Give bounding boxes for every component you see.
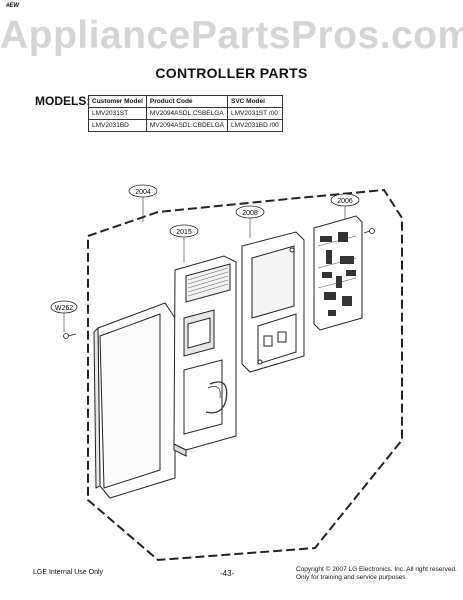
- callout-w262: W262: [50, 300, 78, 314]
- leader-lines: [63, 197, 346, 332]
- models-label: MODELS:: [35, 94, 91, 108]
- faceplate-part: [93, 302, 176, 499]
- table-cell: LMV2031BD /00: [226, 119, 283, 132]
- callout-w262-label: W262: [55, 305, 73, 312]
- callout-2015: 2015: [169, 224, 199, 238]
- copyright-line-1: Copyright © 2007 LG Electronics. Inc. Al…: [296, 566, 457, 573]
- models-table-header-row: Customer Model Product Code SVC Model: [88, 95, 283, 108]
- table-cell: MV2094ASDL.CBDELGA: [145, 119, 228, 132]
- copyright-line-2: Only for training and service purposes: [296, 574, 406, 581]
- table-row: LMV2031BD MV2094ASDL.CBDELGA LMV2031BD /…: [88, 119, 283, 132]
- callout-2015-label: 2015: [176, 229, 192, 236]
- circuit-board-part: [313, 215, 363, 331]
- pcb-bracket-part: [241, 231, 305, 373]
- callout-2006: 2006: [330, 193, 360, 207]
- copyright-notice: Copyright © 2007 LG Electronics. Inc. Al…: [296, 566, 457, 582]
- watermark: AppliancePartsPros.com: [0, 14, 463, 57]
- corner-tag: #EW: [6, 3, 20, 9]
- page-title: CONTROLLER PARTS: [155, 65, 308, 81]
- callout-2006-label: 2006: [337, 198, 353, 205]
- callout-2008-label: 2008: [242, 210, 258, 217]
- callout-2008: 2008: [235, 205, 265, 219]
- callout-2004-label: 2004: [135, 189, 151, 196]
- models-table: Customer Model Product Code SVC Model LM…: [88, 95, 283, 132]
- callout-2004: 2004: [128, 184, 158, 198]
- control-panel-frame-part: [173, 255, 237, 457]
- page-number: -43-: [220, 569, 235, 578]
- assembly-boundary: [87, 188, 403, 562]
- footer-internal-use: LGE Internal Use Only: [33, 569, 104, 576]
- screw-icon: [63, 228, 375, 339]
